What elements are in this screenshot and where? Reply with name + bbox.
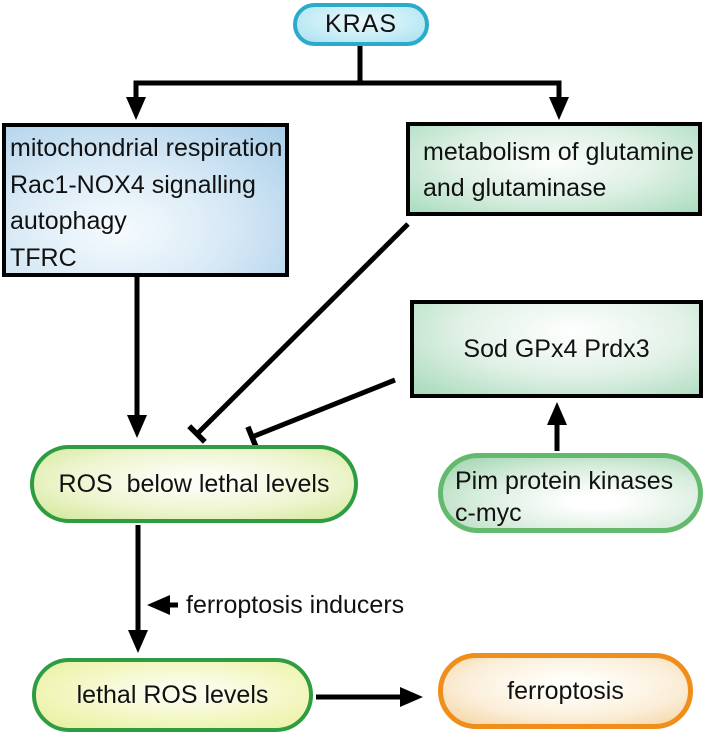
node-pim-kinases: Pim protein kinases c-myc — [438, 453, 703, 533]
node-antioxidants: Sod GPx4 Prdx3 — [410, 300, 703, 398]
effects-line: autophagy — [10, 207, 127, 235]
pim-line: Pim protein kinases — [455, 467, 674, 495]
effects-line: mitochondrial respiration — [10, 134, 283, 162]
node-kras-label: KRAS — [324, 10, 398, 38]
node-ferroptosis: ferroptosis — [438, 653, 693, 729]
glutamine-line: and glutaminase — [423, 174, 607, 202]
ferroptosis-inducers-label: ferroptosis inducers — [186, 591, 405, 619]
inhibition-glutamine-to-ros — [195, 222, 410, 436]
node-ros-below-lethal: ROS below lethal levels — [30, 445, 358, 523]
effects-line: Rac1-NOX4 signalling — [10, 170, 256, 199]
inhibition-bar-antioxidants — [245, 425, 259, 449]
lethal-ros-label: lethal ROS levels — [76, 680, 269, 709]
effects-line: TFRC — [10, 243, 77, 272]
inhibition-bar-glutamine — [187, 424, 207, 444]
node-kras-effects: mitochondrial respiration Rac1-NOX4 sign… — [2, 123, 289, 277]
ros-below-label: ROS below lethal levels — [58, 469, 330, 498]
node-glutamine-metabolism: metabolism of glutamine and glutaminase — [406, 122, 702, 216]
ferroptosis-label: ferroptosis — [507, 676, 624, 705]
inhibition-antioxidants-to-ros — [251, 377, 396, 440]
antioxidants-label: Sod GPx4 Prdx3 — [463, 334, 650, 363]
node-kras: KRAS — [293, 3, 429, 46]
glutamine-line: metabolism of glutamine — [423, 138, 694, 166]
pim-line: c-myc — [455, 499, 522, 527]
node-lethal-ros: lethal ROS levels — [32, 658, 313, 732]
